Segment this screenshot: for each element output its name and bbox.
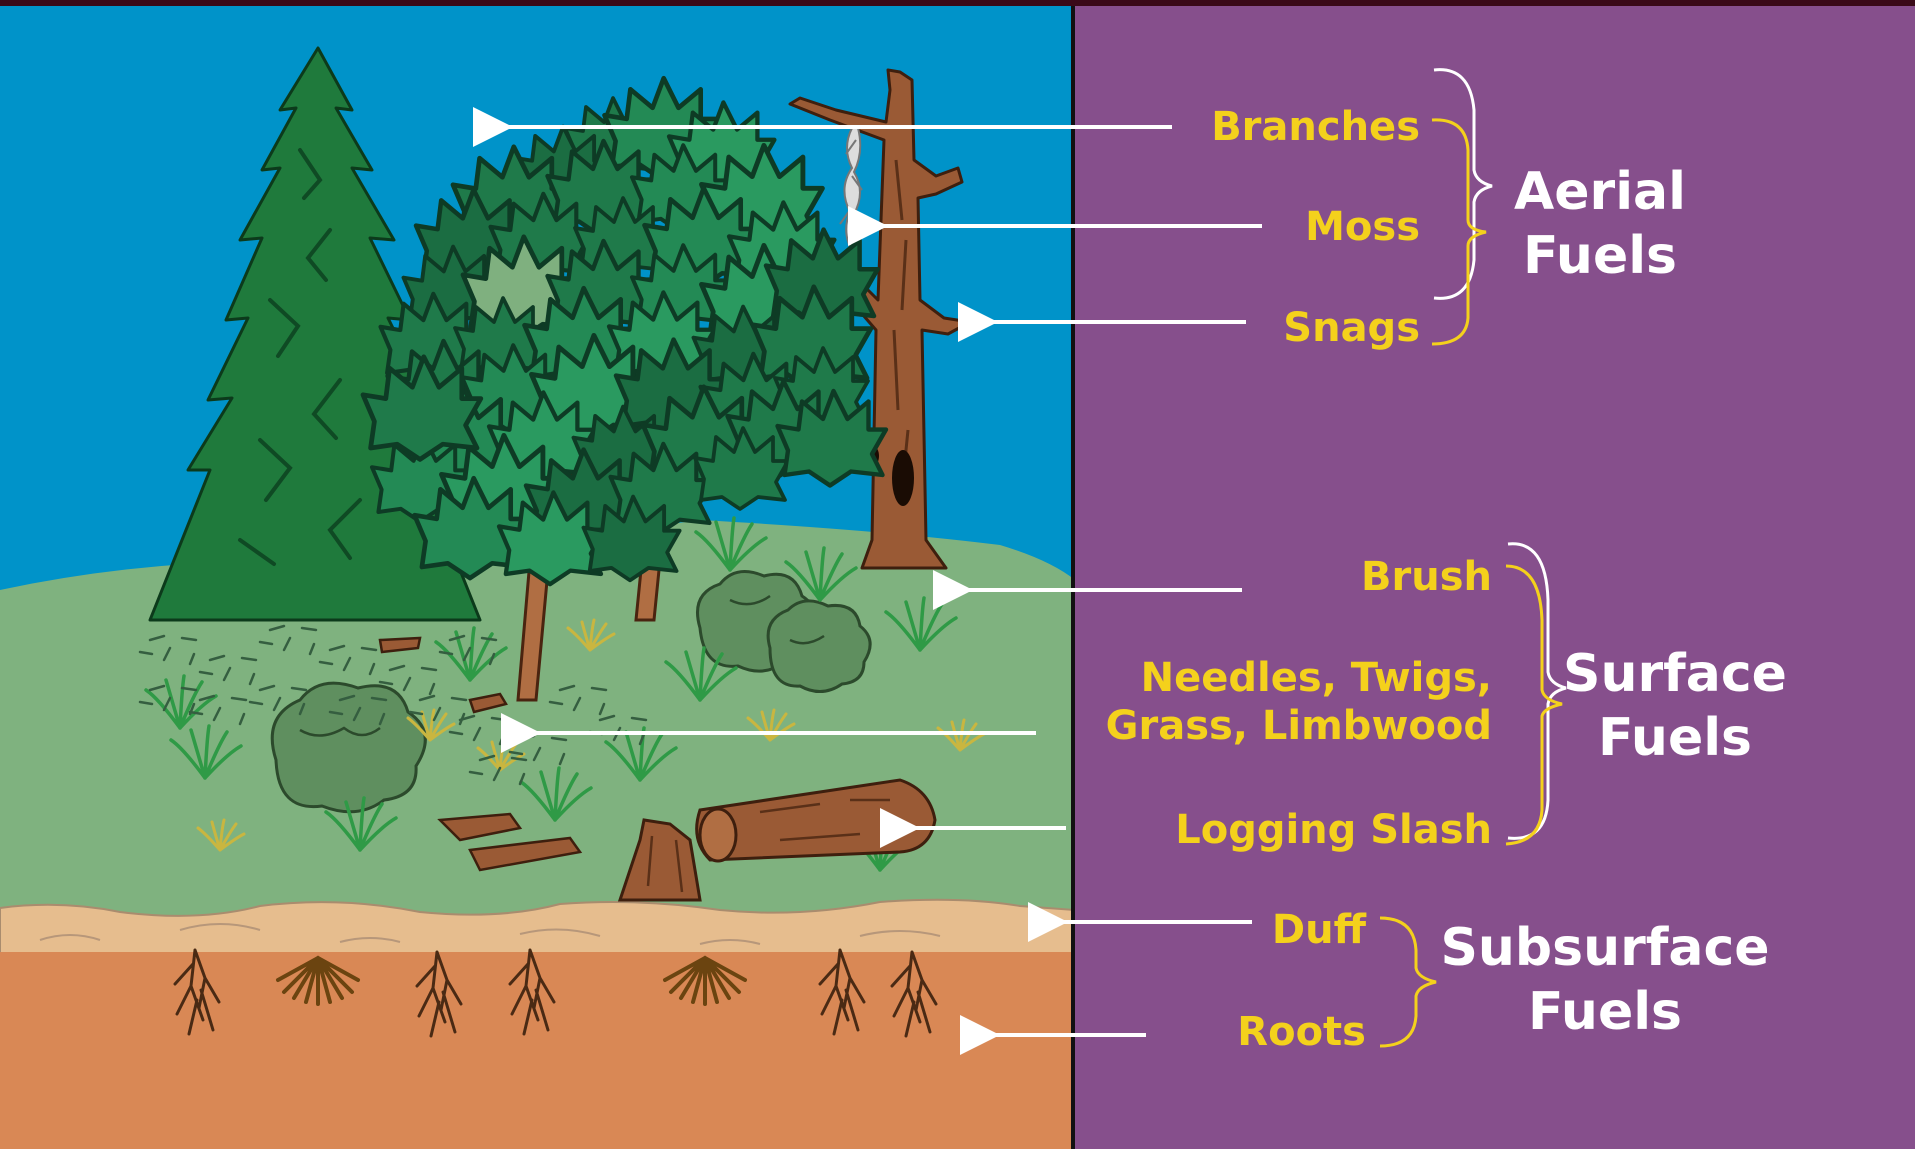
category-surface-line1: Surface (1560, 642, 1790, 706)
category-surface-line2: Fuels (1560, 706, 1790, 770)
category-aerial-line1: Aerial (1500, 160, 1700, 224)
label-needles-line2: Grass, Limbwood (1090, 702, 1492, 750)
category-subsurface-fuels: Subsurface Fuels (1430, 916, 1780, 1044)
category-aerial-line2: Fuels (1500, 224, 1700, 288)
category-subsurface-line2: Fuels (1430, 980, 1780, 1044)
category-aerial-fuels: Aerial Fuels (1500, 160, 1700, 288)
label-duff: Duff (1180, 906, 1366, 954)
category-subsurface-line1: Subsurface (1430, 916, 1780, 980)
label-brush: Brush (1190, 553, 1492, 601)
category-surface-fuels: Surface Fuels (1560, 642, 1790, 770)
label-snags: Snags (1160, 304, 1420, 352)
label-needles-line1: Needles, Twigs, (1090, 654, 1492, 702)
label-needles-twigs-grass-limbwood: Needles, Twigs, Grass, Limbwood (1090, 654, 1492, 750)
label-logging-slash: Logging Slash (1140, 806, 1492, 854)
label-roots: Roots (1180, 1008, 1366, 1056)
label-moss: Moss (1160, 203, 1420, 251)
label-branches: Branches (1160, 103, 1420, 151)
